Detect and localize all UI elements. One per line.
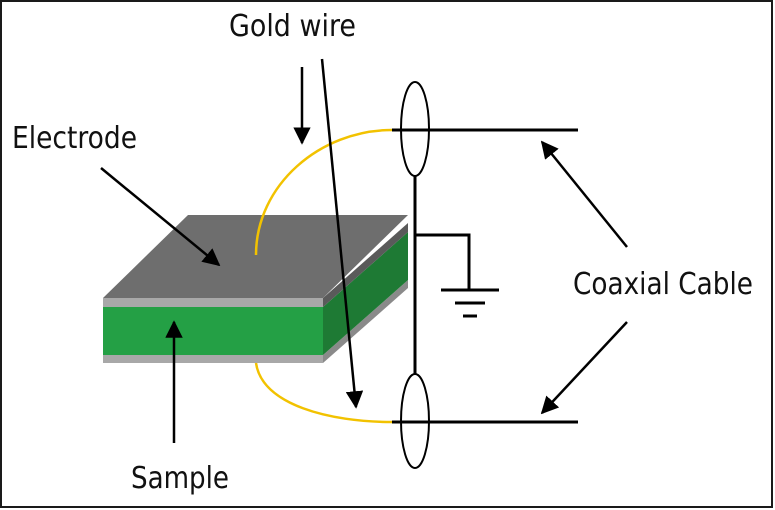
coax-arrow-top (540, 140, 628, 248)
sample-stack (103, 215, 408, 363)
gold-wire-bottom (254, 362, 393, 424)
sample-side-face (323, 232, 408, 355)
sample-front-face (103, 307, 323, 355)
bottom-electrode-side (323, 280, 408, 363)
gold-wire-top (254, 128, 393, 256)
gold-wire-arrow-long (320, 58, 364, 409)
bottom-electrode-edge (103, 355, 323, 363)
top-electrode-surface (103, 215, 408, 298)
top-electrode-edge (103, 298, 323, 307)
electrode-label: Electrode (12, 121, 137, 156)
electrode-arrow (100, 167, 221, 267)
coaxial-cable (392, 81, 578, 469)
ground-symbol (415, 233, 499, 318)
coaxial-cable-label: Coaxial Cable (573, 267, 753, 302)
sample-label: Sample (131, 461, 229, 496)
gold-wire-label: Gold wire (229, 9, 356, 44)
coax-arrow-bottom (540, 321, 628, 415)
